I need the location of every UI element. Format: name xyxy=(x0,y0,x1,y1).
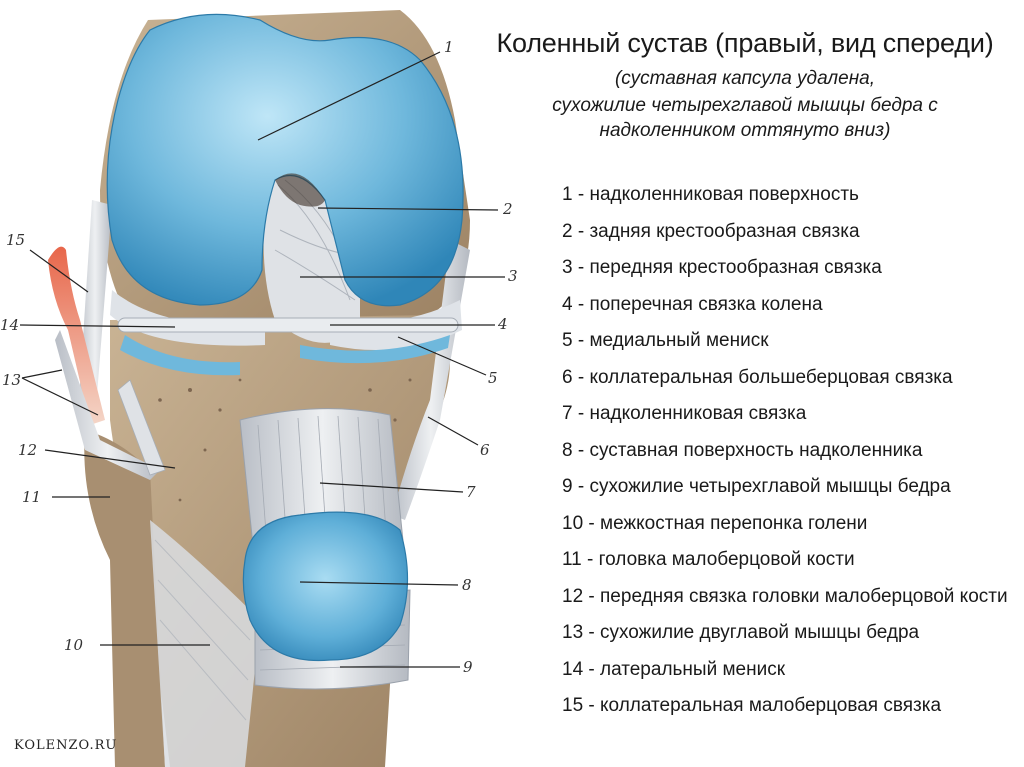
callout-numbers: 1 2 3 4 5 6 7 8 9 10 11 12 13 14 15 xyxy=(0,38,518,676)
callout-number: 3 xyxy=(508,267,518,285)
legend-item: 9 - сухожилие четырехглавой мышцы бедра xyxy=(562,476,951,497)
callout-number: 8 xyxy=(462,576,472,594)
legend-item: 2 - задняя крестообразная связка xyxy=(562,220,860,242)
legend-item: 11 - головка малоберцовой кости xyxy=(562,549,855,570)
legend-item: 10 - межкостная перепонка голени xyxy=(562,512,868,534)
legend-item: 1 - надколенниковая поверхность xyxy=(562,184,859,205)
callout-number: 2 xyxy=(502,200,513,218)
page-title: Коленный сустав (правый, вид спереди) xyxy=(496,28,994,58)
legend-item: 7 - надколенниковая связка xyxy=(562,403,807,424)
callout-number: 12 xyxy=(18,441,37,459)
callout-number: 15 xyxy=(6,231,25,249)
callout-lines xyxy=(19,51,505,668)
callout-number: 6 xyxy=(480,441,490,459)
intercondylar-notch xyxy=(275,173,325,207)
legend-list: 1 - надколенниковая поверхность 2 - задн… xyxy=(562,183,1012,731)
callout-number: 9 xyxy=(463,658,473,676)
legend-item: 8 - суставная поверхность надколенника xyxy=(562,439,923,461)
legend-item: 15 - коллатеральная малоберцовая связка xyxy=(562,695,942,716)
subtitle-line: (суставная капсула удалена, xyxy=(614,68,876,89)
callout-number: 1 xyxy=(444,38,454,56)
callout-number: 10 xyxy=(64,636,84,654)
legend-item: 12 - передняя связка головки малоберцово… xyxy=(562,585,1008,607)
tibial-plateau-cartilage xyxy=(120,335,240,376)
tibial-plateau-cartilage-medial xyxy=(300,335,450,364)
callout-number: 14 xyxy=(0,316,19,334)
membrane-fibers xyxy=(154,539,251,721)
fibula-bone xyxy=(84,430,165,767)
legend-item: 3 - передняя крестообразная связка xyxy=(562,257,882,278)
anterior-fibular-head-ligament xyxy=(117,379,166,476)
subtitle-line: надколенником оттянуто вниз) xyxy=(599,120,891,141)
patella-articular-surface xyxy=(242,511,409,662)
callout-number: 4 xyxy=(497,315,508,333)
interosseous-membrane xyxy=(150,520,260,767)
callout-number: 11 xyxy=(22,488,41,506)
legend-item: 4 - поперечная связка колена xyxy=(562,293,823,315)
callout-number: 13 xyxy=(2,371,21,389)
callout-number: 5 xyxy=(488,369,498,387)
watermark: KOLENZO.RU xyxy=(14,738,118,753)
biceps-femoris-tendon xyxy=(48,246,105,425)
legend-item: 6 - коллатеральная большеберцовая связка xyxy=(562,366,953,388)
legend-item: 5 - медиальный мениск xyxy=(562,330,769,351)
patellar-surface xyxy=(106,13,464,307)
callout-number: 7 xyxy=(466,483,476,501)
legend-item: 13 - сухожилие двуглавой мышцы бедра xyxy=(562,622,920,643)
subtitle-line: сухожилие четырехглавой мышцы бедра с xyxy=(552,95,938,116)
legend-item: 14 - латеральный мениск xyxy=(562,658,786,680)
